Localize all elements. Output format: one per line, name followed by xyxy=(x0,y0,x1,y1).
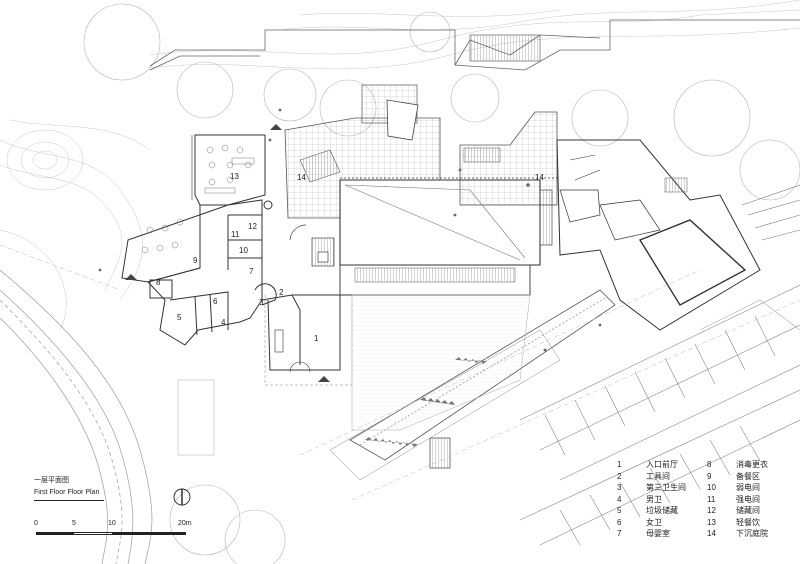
legend-item-label: 下沉庭院 xyxy=(736,529,768,538)
east-building xyxy=(556,139,800,331)
legend-item-number: 7 xyxy=(617,529,622,538)
legend-item-label: 母婴室 xyxy=(646,529,670,538)
site-contours xyxy=(0,0,800,331)
legend-item-number: 10 xyxy=(707,483,716,492)
legend-item-label: 男卫 xyxy=(646,494,662,504)
north-boundary xyxy=(149,19,800,71)
legend-item-label: 垃圾储藏 xyxy=(646,506,678,515)
room-label-14-east: 14 xyxy=(535,173,544,182)
legend-item: 13 轻餐饮 xyxy=(707,517,797,529)
room-label-9: 9 xyxy=(193,256,198,265)
legend-item: 8 消毒更衣 xyxy=(707,459,797,471)
room-label-8: 8 xyxy=(156,278,161,287)
drawing-title-cn: 一层平面图 xyxy=(34,477,69,484)
legend-item-number: 4 xyxy=(617,494,622,504)
legend-item-label: 第三卫生间 xyxy=(646,483,686,492)
legend-item-label: 轻餐饮 xyxy=(736,517,760,527)
legend-item: 7 母婴室 xyxy=(617,528,707,540)
room-label-14-west: 14 xyxy=(297,173,306,182)
legend-column-1: 1 入口前厅 2 工具间 3 第三卫生间 4 男卫 5 垃圾储藏 6 女卫 7 母婴室 xyxy=(617,459,707,540)
legend-item-label: 消毒更衣 xyxy=(736,460,768,469)
legend-item: 4 男卫 xyxy=(617,494,707,506)
legend-item-label: 工具间 xyxy=(646,471,670,481)
room-label-13: 13 xyxy=(230,172,239,181)
scale-bar-segment xyxy=(112,532,186,535)
scale-bar: 0 5 10 20m xyxy=(34,520,192,540)
legend-item: 2 工具间 xyxy=(617,471,707,483)
legend-item-number: 8 xyxy=(707,460,712,469)
legend-item-number: 1 xyxy=(617,460,622,469)
cafe-wing xyxy=(121,134,266,283)
legend-item: 1 入口前厅 xyxy=(617,459,707,471)
cafe-furniture xyxy=(141,144,255,254)
room-label-4: 4 xyxy=(221,318,226,327)
legend-item-number: 14 xyxy=(707,529,716,538)
room-label-3: 3 xyxy=(259,298,264,307)
legend-column-2: 8 消毒更衣 9 备餐区 10 弱电间 11 强电间 12 储藏间 13 轻餐饮 14 下沉庭院 xyxy=(707,459,797,540)
room-label-10: 10 xyxy=(239,246,248,255)
room-label-5: 5 xyxy=(177,313,182,322)
parking-lot xyxy=(519,284,800,546)
legend-item: 10 弱电间 xyxy=(707,482,797,494)
legend-item-number: 9 xyxy=(707,471,712,481)
scale-tick-0: 0 xyxy=(34,520,38,527)
drawing-title: 一层平面图 First Floor Floor Plan xyxy=(34,476,104,501)
legend-item: 9 备餐区 xyxy=(707,471,797,483)
scale-tick-5: 5 xyxy=(72,520,76,527)
legend-item: 14 下沉庭院 xyxy=(707,528,797,540)
legend-item-label: 女卫 xyxy=(646,517,662,527)
legend-item-label: 备餐区 xyxy=(736,471,760,481)
legend-item: 11 强电间 xyxy=(707,494,797,506)
legend-item-label: 强电间 xyxy=(736,494,760,504)
curved-road xyxy=(0,269,153,564)
stair-cores xyxy=(289,189,553,267)
planting-clusters xyxy=(365,357,487,447)
legend-item: 6 女卫 xyxy=(617,517,707,529)
landscape-plaza xyxy=(177,294,561,481)
legend-item-label: 弱电间 xyxy=(736,483,760,492)
legend-item-number: 6 xyxy=(617,517,622,527)
site-axis-lines xyxy=(0,244,800,501)
legend-item-number: 12 xyxy=(707,506,716,515)
legend-item-label: 入口前厅 xyxy=(646,460,678,469)
room-label-6: 6 xyxy=(213,297,218,306)
legend-item: 12 储藏间 xyxy=(707,505,797,517)
legend-item: 5 垃圾储藏 xyxy=(617,505,707,517)
entrance-lobby xyxy=(261,294,353,386)
service-rooms xyxy=(147,199,277,346)
north-arrow-icon xyxy=(173,488,191,506)
room-label-12: 12 xyxy=(248,222,257,231)
scale-tick-20: 20m xyxy=(178,520,192,527)
legend-item: 3 第三卫生间 xyxy=(617,482,707,494)
room-label-2: 2 xyxy=(279,288,284,297)
room-label-1: 1 xyxy=(314,334,319,343)
legend-item-number: 3 xyxy=(617,483,622,492)
sunken-courtyard-west xyxy=(284,84,441,219)
legend-item-number: 2 xyxy=(617,471,622,481)
legend-item-label: 储藏间 xyxy=(736,506,760,515)
legend-item-number: 11 xyxy=(707,494,716,504)
scale-tick-10: 10 xyxy=(108,520,116,527)
room-labels: 1 2 3 4 5 6 7 8 9 10 11 12 13 14 14 xyxy=(156,172,544,343)
title-underline xyxy=(34,500,104,501)
legend-item-number: 13 xyxy=(707,517,716,527)
sunken-courtyard-east xyxy=(459,111,558,206)
columns xyxy=(98,108,602,352)
drawing-title-en: First Floor Floor Plan xyxy=(34,489,100,496)
room-label-11: 11 xyxy=(231,230,240,239)
legend-item-number: 5 xyxy=(617,506,622,515)
entrance-markers xyxy=(125,124,330,382)
scale-bar-segment xyxy=(36,532,74,535)
site-trees xyxy=(83,3,800,564)
room-label-7: 7 xyxy=(249,267,254,276)
